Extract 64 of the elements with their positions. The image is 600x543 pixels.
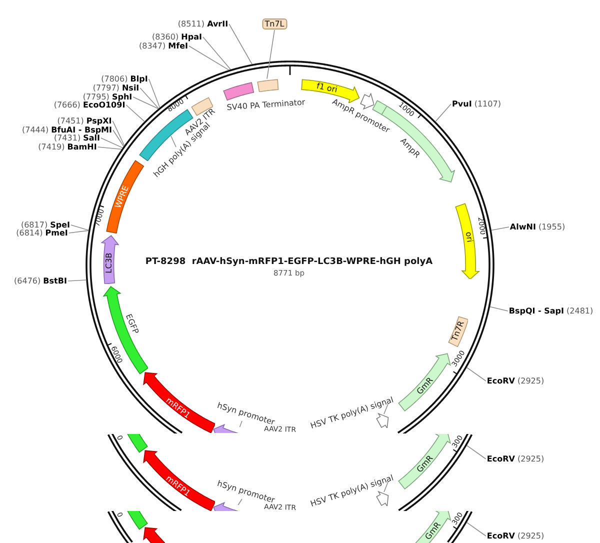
restriction-site-label: (7666) EcoO109I <box>54 100 126 110</box>
restriction-site-label: (6814) PmeI <box>16 228 68 238</box>
leader-line <box>70 224 90 231</box>
leader-line <box>112 120 125 146</box>
feature-label: Tn7R <box>450 320 466 343</box>
restriction-site-label: EcoRV (2925) <box>486 454 544 464</box>
restriction-site-label: (7419) BamHI <box>38 142 97 152</box>
plasmid-backbone <box>398 434 473 511</box>
leader-line <box>100 138 124 148</box>
feature-label: f1 ori <box>316 81 338 94</box>
leader-line <box>132 96 159 110</box>
leader-line <box>228 24 252 65</box>
leader-line <box>238 498 242 506</box>
feature-label: SV40 PA Terminator <box>226 98 306 112</box>
plasmid-backbone <box>447 511 473 543</box>
leader-line <box>112 130 124 147</box>
restriction-site-label: (6476) BstBI <box>14 276 67 286</box>
feature-arc <box>127 511 148 530</box>
feature-arc <box>142 527 165 543</box>
leader-line <box>384 482 388 492</box>
restriction-site-label: (6817) SpeI <box>20 220 70 230</box>
restriction-site-label: EcoRV (2925) <box>486 531 544 541</box>
leader-line <box>466 367 486 382</box>
restriction-site-label: AlwNI (1955) <box>510 222 566 232</box>
leader-line <box>97 146 122 150</box>
leader-line <box>188 46 230 70</box>
leader-line <box>170 136 176 148</box>
restriction-site-label: (8511) AvrII <box>178 19 228 29</box>
restriction-site-label: PvuI (1107) <box>452 99 501 109</box>
restriction-site-label: (7797) NsiI <box>92 83 140 93</box>
leader-line <box>68 280 87 282</box>
leader-line <box>239 420 242 428</box>
leader-line <box>435 104 452 122</box>
restriction-site-label: (7431) SalI <box>54 133 100 143</box>
restriction-site-label: BspQI - SapI (2481) <box>508 306 594 316</box>
restriction-site-label: (8347) MfeI <box>139 41 188 51</box>
leader-line <box>466 445 486 460</box>
leader-line <box>490 226 510 231</box>
restriction-site-label: EcoRV (2925) <box>486 376 544 386</box>
restriction-site-label: (8360) HpaI <box>152 32 202 42</box>
plasmid-backbone <box>107 511 133 543</box>
leader-line <box>202 36 232 70</box>
restriction-site-label: (7444) BfuAI - BspMI <box>22 125 112 135</box>
feature-arc <box>142 450 216 511</box>
leader-line <box>68 230 90 234</box>
leader-line <box>126 104 145 122</box>
feature-label: EGFP <box>124 312 140 336</box>
feature-arc <box>376 490 389 506</box>
leader-line <box>490 306 508 312</box>
restriction-site-label: (7451) PspXI <box>57 116 112 126</box>
leader-line <box>266 30 275 80</box>
feature-arc <box>212 424 240 434</box>
feature-arc <box>398 434 452 490</box>
feature-arc <box>212 502 238 511</box>
feature-tag: Tn7L <box>262 18 288 30</box>
feature-arc <box>415 511 452 543</box>
feature-label: ori <box>464 231 474 244</box>
map-title: PT-8298 rAAV-hSyn-mRFP1-EGFP-LC3B-WPRE-hGH polyA <box>145 256 433 268</box>
feature-label: LC3B <box>104 253 114 274</box>
leader-line <box>466 522 486 536</box>
leader-line <box>148 78 160 108</box>
leader-line <box>384 404 388 414</box>
leader-line <box>140 88 160 109</box>
feature-arc <box>127 434 148 453</box>
